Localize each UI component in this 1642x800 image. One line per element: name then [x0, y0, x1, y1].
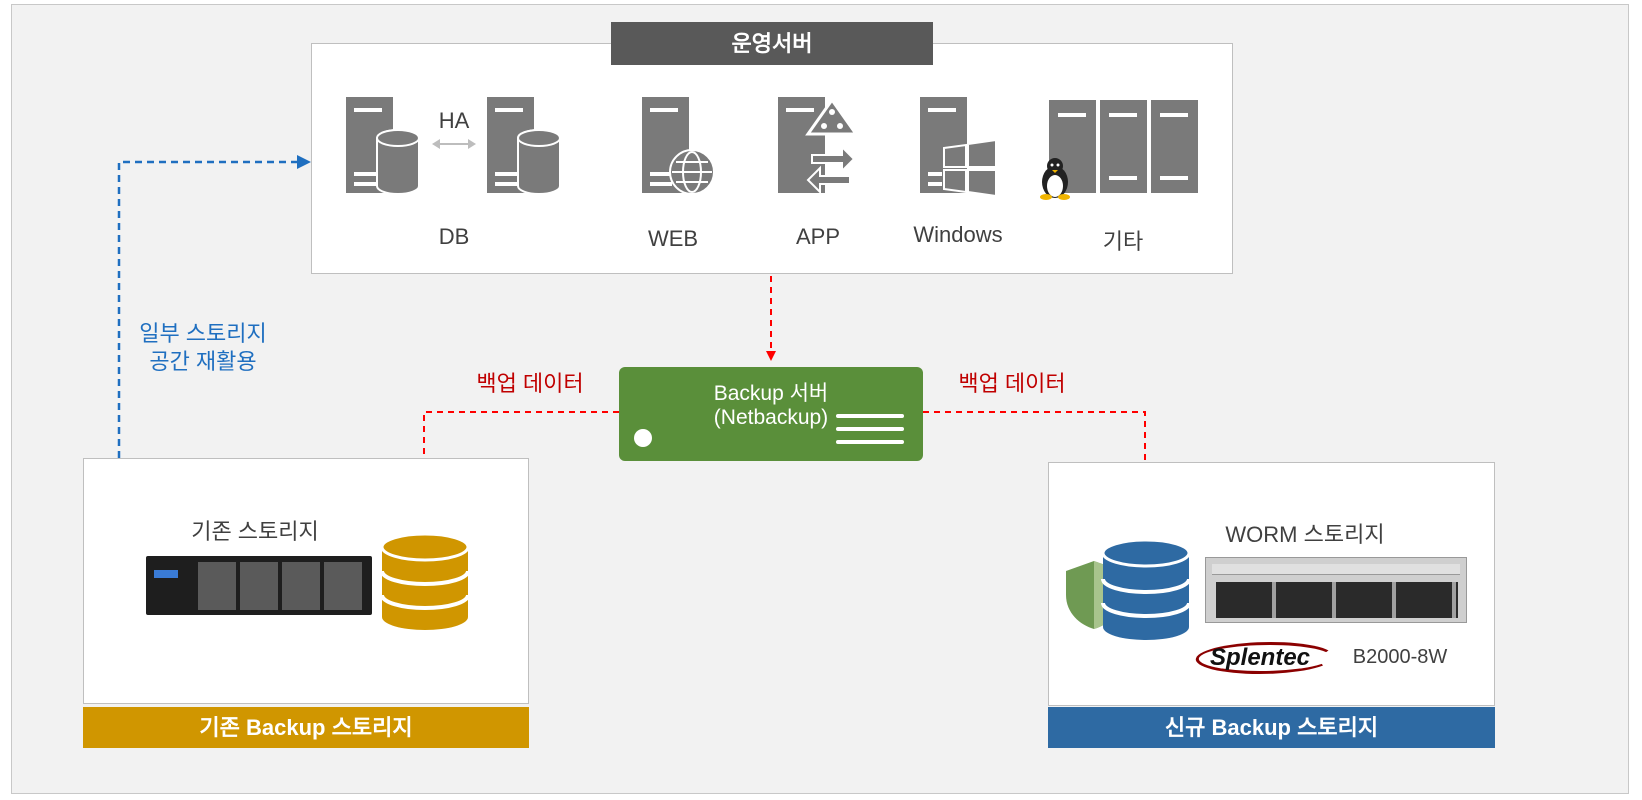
backup-server-led — [634, 429, 652, 447]
worm-model-label: B2000-8W — [1352, 646, 1448, 668]
backup-server-vent-icon — [836, 414, 904, 444]
reuse-label-line1: 일부 스토리지 — [139, 321, 267, 346]
web-server-icon — [642, 97, 715, 195]
backup-data-label-left: 백업 데이터 — [476, 371, 584, 396]
old-storage-database-icon — [380, 533, 470, 630]
backup-data-label-right: 백업 데이터 — [958, 371, 1066, 396]
linux-server-rack-icon — [1049, 100, 1198, 193]
new-storage-database-icon — [1101, 539, 1191, 640]
backup-server-subtitle: (Netbackup) — [713, 406, 829, 429]
windows-server-icon — [920, 97, 997, 198]
reuse-label-line2: 공간 재활용 — [149, 349, 257, 374]
etc-label: 기타 — [1102, 229, 1144, 254]
splentec-logo: Splentec — [1190, 640, 1342, 678]
db-server-icon-primary — [346, 97, 420, 195]
web-label: WEB — [647, 226, 699, 251]
new-storage-bar: 신규 Backup 스토리지 — [1048, 707, 1495, 748]
linux-penguin-icon — [1040, 158, 1070, 200]
ha-label: HA — [438, 108, 470, 133]
backup-server-title: Backup 서버 — [713, 382, 829, 405]
ha-arrow-icon — [432, 139, 476, 149]
db-server-icon-secondary — [487, 97, 561, 195]
backup-flow-arrow-right — [923, 411, 1150, 539]
new-storage-caption: WORM 스토리지 — [1225, 522, 1385, 547]
app-server-icon — [778, 97, 859, 195]
app-label: APP — [795, 224, 841, 249]
storage-reuse-arrow — [117, 155, 311, 458]
old-storage-bar: 기존 Backup 스토리지 — [83, 707, 529, 748]
windows-label: Windows — [913, 222, 1003, 247]
old-storage-caption: 기존 스토리지 — [191, 519, 319, 544]
worm-storage-device-image — [1205, 557, 1467, 623]
operational-server-title: 운영서버 — [611, 22, 933, 65]
db-label: DB — [438, 224, 470, 249]
old-storage-device-image — [146, 556, 372, 615]
